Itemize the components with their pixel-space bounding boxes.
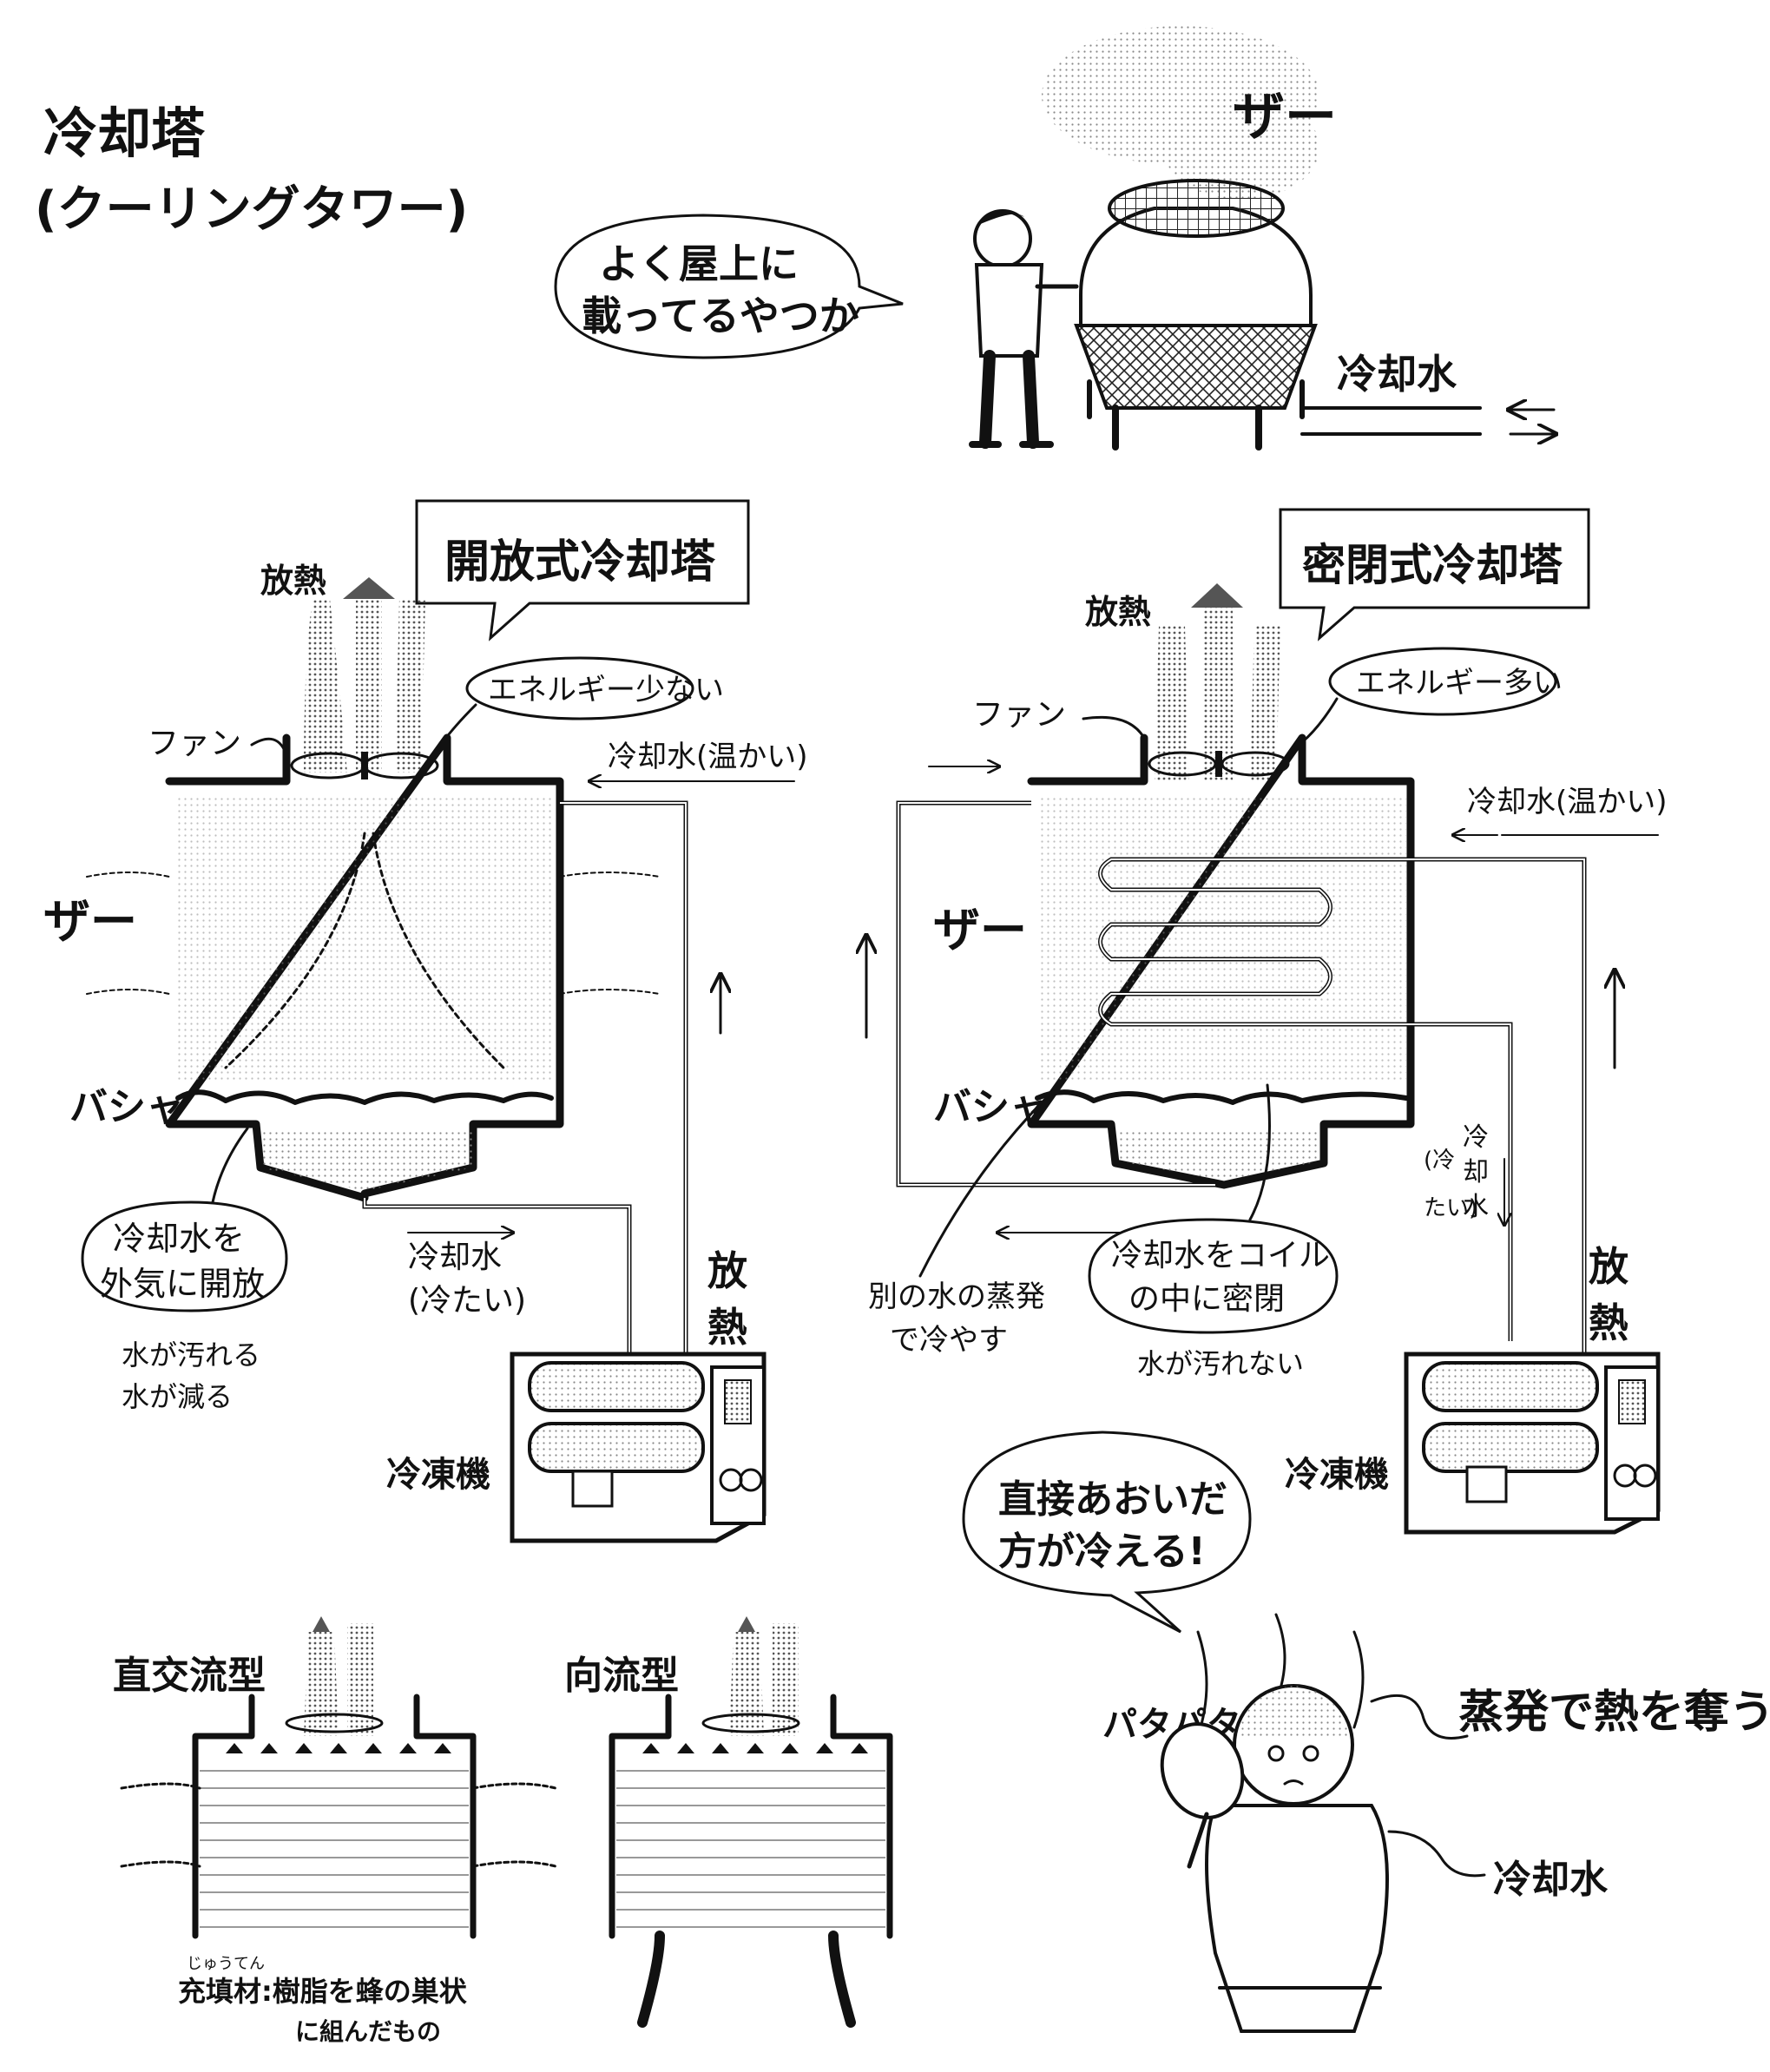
tower-shell	[165, 733, 564, 1202]
fan-label: ファン	[148, 726, 241, 761]
speech-line-2: 載ってるやつか	[582, 293, 859, 339]
cold-water-v1: 冷	[1463, 1122, 1489, 1153]
heat-plume	[1202, 608, 1233, 781]
energy-bubble: エネルギー少ない	[488, 673, 724, 707]
speech-bubble-rooftop: よく屋上に 載ってるやつか	[554, 214, 904, 359]
note-clean: 水が汚れない	[1137, 1347, 1304, 1380]
main-title: 冷却塔	[43, 102, 206, 165]
sfx-basha: バシャ	[933, 1085, 1048, 1129]
hand-fan-icon	[1160, 1722, 1245, 1819]
evap-note-2: で冷やす	[890, 1323, 1008, 1358]
tower-shell	[1027, 733, 1415, 1189]
heat-plume	[1250, 625, 1280, 781]
heat-plume	[1155, 625, 1189, 781]
cold-water-paren-1: (冷	[1424, 1148, 1455, 1174]
heat-label: 放熱	[1085, 593, 1151, 631]
closed-cooling-tower: 密閉式冷却塔 放熱 エネルギー多い ファン ザー バシャ 冷却水	[866, 508, 1668, 1535]
heat-plume	[304, 599, 347, 773]
warm-water-pipe	[560, 800, 688, 1385]
steam-cloud	[1163, 95, 1319, 200]
warm-water-label: 冷却水(温かい)	[608, 740, 808, 774]
side-heat-1: 放	[707, 1247, 747, 1294]
speech-line-1: よく屋上に	[599, 240, 799, 287]
bubble-line-2: 外気に開放	[100, 1265, 265, 1303]
chiller-label: 冷凍機	[386, 1455, 490, 1495]
evap-label: 蒸発で熱を奪う	[1458, 1687, 1770, 1739]
chiller-unit	[1404, 1352, 1661, 1535]
sfx-zaa: ザー	[933, 903, 1027, 957]
heat-label: 放熱	[260, 562, 326, 600]
counterflow-label: 向流型	[564, 1654, 679, 1698]
crossflow-diagram: 直交流型 じゅうてん 充填材:樹脂を蜂の巣状 に組んだもの	[113, 1616, 557, 2046]
pipe-label-cooling-water: 冷却水	[1337, 351, 1457, 398]
filler-ruby: じゅうてん	[187, 1955, 265, 1973]
evap-note-1: 別の水の蒸発	[868, 1279, 1045, 1314]
sfx-zaa: ザー	[43, 894, 137, 949]
side-heat-2: 熱	[707, 1304, 747, 1351]
title-box	[415, 499, 750, 641]
side-heat-1: 放	[1589, 1243, 1629, 1290]
bubble-line-2: の中に密閉	[1128, 1281, 1285, 1317]
bubble-line-1: 冷却水をコイル	[1111, 1238, 1330, 1273]
cold-water-label-1: 冷却水	[408, 1240, 502, 1275]
fan-label: ファン	[972, 697, 1066, 733]
side-heat-2: 熱	[1589, 1299, 1629, 1346]
title: 密閉式冷却塔	[1302, 540, 1563, 590]
cold-water-v2: 却	[1463, 1157, 1489, 1187]
heat-plume	[395, 599, 425, 773]
fan-icon	[285, 1713, 384, 1733]
warm-water-label: 冷却水(温かい)	[1467, 785, 1668, 819]
filler-note-1: 充填材:樹脂を蜂の巣状	[178, 1975, 468, 2008]
fan-icon	[701, 1713, 800, 1733]
bubble-line-1: 冷却水を	[113, 1220, 245, 1258]
energy-bubble: エネルギー多い	[1356, 666, 1563, 701]
note-dirty: 水が汚れる	[122, 1339, 260, 1371]
crossflow-label: 直交流型	[113, 1654, 266, 1698]
cold-water-label-2: (冷たい)	[408, 1283, 526, 1319]
title-box	[1279, 508, 1590, 641]
rooftop-cooling-tower	[1074, 179, 1318, 451]
chiller-unit	[510, 1352, 767, 1543]
man-speech-2: 方が冷える!	[998, 1529, 1206, 1574]
sub-title: (クーリングタワー)	[35, 181, 468, 238]
cold-water-paren-2: たい)	[1424, 1195, 1477, 1221]
cold-water-v3: 水	[1463, 1192, 1489, 1222]
person-standing	[969, 209, 1079, 449]
heat-plume	[356, 599, 382, 773]
filler-note-2: に組んだもの	[295, 2017, 441, 2046]
chiller-label: 冷凍機	[1285, 1455, 1389, 1495]
sweat-label: 冷却水	[1493, 1858, 1609, 1902]
sfx-zaa-top: ザー	[1233, 87, 1337, 148]
title: 開放式冷却塔	[444, 536, 716, 589]
note-decrease: 水が減る	[122, 1380, 233, 1413]
open-cooling-tower: 開放式冷却塔 放熱 エネルギー少ない ファン ザー バシャ	[43, 499, 808, 1543]
man-speech-1: 直接あおいだ	[998, 1477, 1227, 1522]
top-scene: ザー よく屋上に 載ってるやつか 冷却水	[554, 26, 1554, 451]
counterflow-diagram: 向流型	[564, 1616, 893, 2028]
cold-water-pipe	[362, 1198, 632, 1363]
sfx-basha: バシャ	[69, 1085, 184, 1129]
warm-water-pipe	[1411, 857, 1587, 1380]
man-fanning: 直接あおいだ 方が冷える! パタパタ 蒸発で熱を奪う 冷却水	[962, 1431, 1770, 2033]
